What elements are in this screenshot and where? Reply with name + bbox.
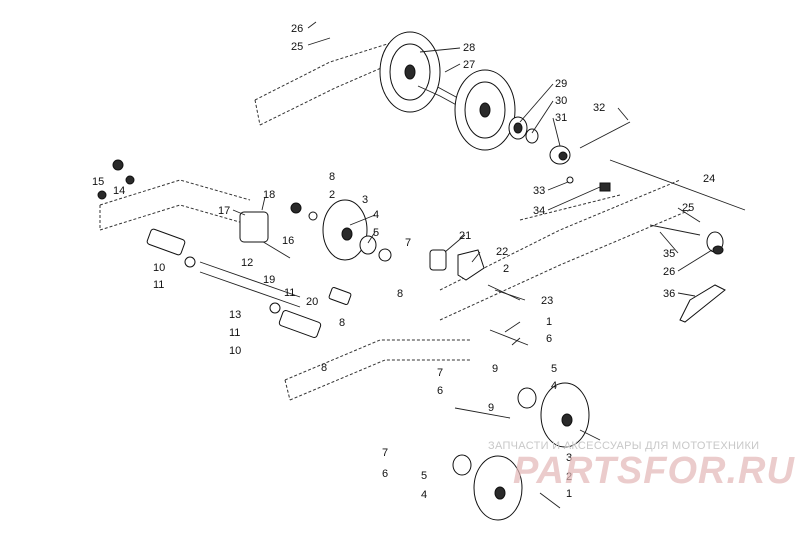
upper-slide-rail — [254, 39, 401, 126]
callout-5-top: 5 — [373, 227, 379, 239]
callout-9-bottom: 9 — [488, 402, 494, 414]
callout-29: 29 — [555, 78, 567, 90]
callout-6-bottom: 6 — [382, 468, 388, 480]
leader-lines — [232, 21, 713, 346]
callout-12: 12 — [241, 257, 253, 269]
callout-7-bottom: 7 — [382, 447, 388, 459]
callout-10-upper: 10 — [153, 262, 165, 274]
callout-labels: 26 25 28 27 29 30 31 32 33 34 24 25 35 2… — [92, 23, 715, 501]
front-axles-and-spacers — [97, 159, 352, 339]
callout-25: 25 — [291, 41, 303, 53]
callout-4-mid: 4 — [551, 380, 557, 392]
callout-14: 14 — [113, 185, 125, 197]
callout-5-mid: 5 — [551, 363, 557, 375]
callout-5-bottom: 5 — [421, 470, 427, 482]
callout-3-top: 3 — [362, 194, 368, 206]
callout-8-bottom: 8 — [321, 362, 327, 374]
pivot-blocks — [429, 249, 485, 281]
callout-22: 22 — [496, 246, 508, 258]
callout-36: 36 — [663, 288, 675, 300]
callout-34: 34 — [533, 205, 545, 217]
callout-6-top: 6 — [546, 333, 552, 345]
callout-1-bottom: 1 — [566, 488, 572, 500]
callout-17: 17 — [218, 205, 230, 217]
callout-4-top: 4 — [373, 209, 379, 221]
callout-15: 15 — [92, 176, 104, 188]
callout-2-top: 2 — [329, 189, 335, 201]
callout-35: 35 — [663, 248, 675, 260]
callout-13: 13 — [229, 309, 241, 321]
callout-26: 26 — [291, 23, 303, 35]
rear-idler-wheels — [379, 31, 516, 151]
callout-28: 28 — [463, 42, 475, 54]
callout-26-right: 26 — [663, 266, 675, 278]
lower-idler-wheels — [452, 382, 590, 521]
callout-7-top: 7 — [405, 237, 411, 249]
callout-8-lower: 8 — [339, 317, 345, 329]
callout-10-lower: 10 — [229, 345, 241, 357]
right-side-hardware — [566, 159, 746, 323]
callout-9-top: 9 — [492, 363, 498, 375]
callout-7-mid: 7 — [437, 367, 443, 379]
callout-8-mid: 8 — [397, 288, 403, 300]
callout-4-bottom: 4 — [421, 489, 427, 501]
callout-24: 24 — [703, 173, 715, 185]
callout-11-mid: 11 — [284, 287, 295, 299]
callout-25-right: 25 — [682, 202, 694, 214]
bolts — [487, 284, 601, 509]
callout-3-bottom: 3 — [566, 452, 572, 464]
callout-30: 30 — [555, 95, 567, 107]
callout-31: 31 — [555, 112, 567, 124]
watermark-brand: PARTSFOR.RU — [513, 450, 795, 492]
callout-21: 21 — [459, 230, 471, 242]
lower-slide-rail — [284, 339, 470, 401]
callout-20: 20 — [306, 296, 318, 308]
callout-23: 23 — [541, 295, 553, 307]
right-slide-rail — [439, 179, 691, 321]
callout-1-top: 1 — [546, 316, 552, 328]
callout-11-lower: 11 — [229, 327, 240, 339]
callout-2-mid: 2 — [503, 263, 509, 275]
callout-32: 32 — [593, 102, 605, 114]
middle-idler-wheel — [290, 199, 392, 262]
rear-axle-hardware — [508, 116, 631, 165]
callout-6-mid: 6 — [437, 385, 443, 397]
callout-8-top: 8 — [329, 171, 335, 183]
callout-33: 33 — [533, 185, 545, 197]
callout-2-bottom: 2 — [566, 471, 572, 483]
left-slide-rail — [99, 179, 251, 231]
callout-11-upper: 11 — [153, 279, 164, 291]
callout-18: 18 — [263, 189, 275, 201]
callout-19: 19 — [263, 274, 275, 286]
watermark-caption: ЗАПЧАСТИ И АКСЕССУАРЫ ДЛЯ МОТОТЕХНИКИ — [488, 440, 760, 452]
callout-16: 16 — [282, 235, 294, 247]
callout-27: 27 — [463, 59, 475, 71]
